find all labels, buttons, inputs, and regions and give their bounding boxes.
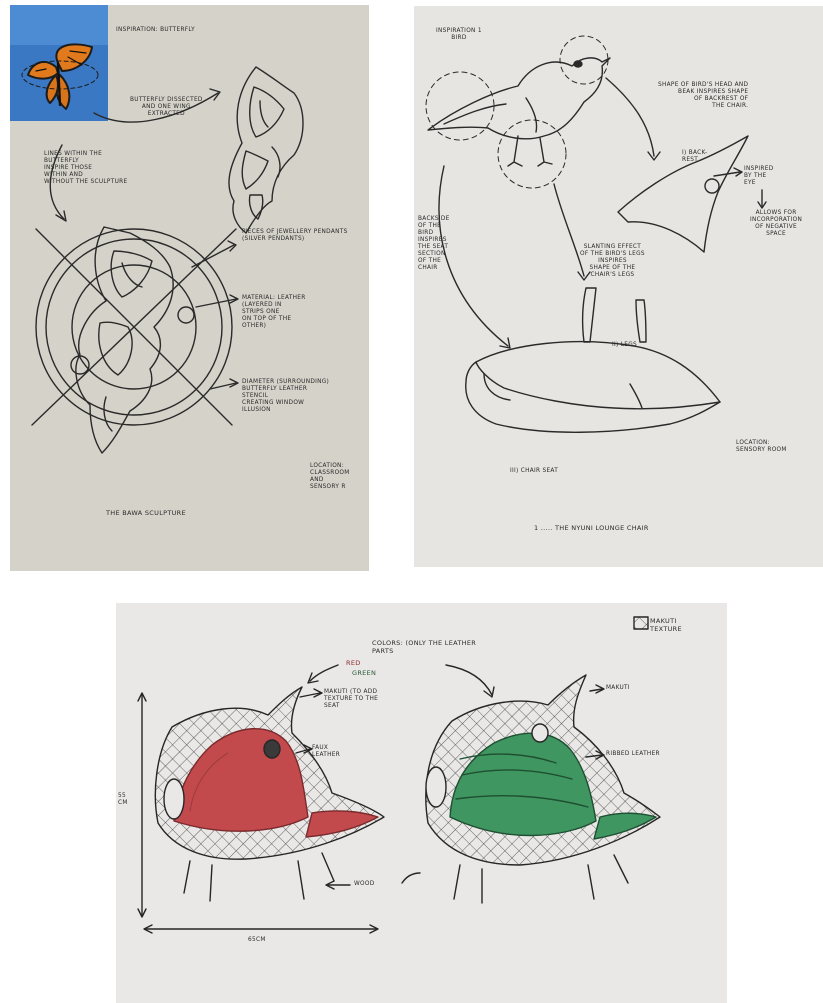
legend-makuti-texture: MAKUTI TEXTURE: [650, 617, 682, 633]
photo-1-location: LOCATION: CLASSROOM AND SENSORY R: [310, 463, 350, 491]
makuti-legend-icon: [634, 617, 648, 629]
chair-red-sketch: [155, 687, 384, 901]
photo-1-caption: THE BAWA SCULPTURE: [106, 509, 186, 517]
photo-2-header: INSPIRATION 1 BIRD: [436, 28, 482, 42]
note-faux-leather: FAUX LEATHER: [312, 745, 340, 759]
note-legs: SLANTING EFFECT OF THE BIRD'S LEGS INSPI…: [580, 244, 645, 279]
label-backrest: I) BACK- REST: [682, 150, 707, 164]
sculpture-sketch: [32, 227, 236, 453]
label-legs: II) LEGS: [612, 342, 637, 349]
note-wood: WOOD: [354, 881, 375, 888]
color-red-label: RED: [346, 659, 361, 667]
butterfly-photo: [10, 5, 108, 121]
note-negative: ALLOWS FOR INCORPORATION OF NEGATIVE SPA…: [750, 210, 802, 238]
sketch-photo-chair-renderings: MAKUTI TEXTURE COLORS: (ONLY THE LEATHER…: [116, 603, 727, 1003]
note-dissected: BUTTERFLY DISSECTED AND ONE WING EXTRACT…: [130, 97, 203, 118]
photo-2-caption: 1 ..... THE NYUNI LOUNGE CHAIR: [534, 524, 649, 532]
note-material: MATERIAL: LEATHER (LAYERED IN STRIPS ONE…: [242, 295, 306, 330]
note-diameter: DIAMETER (SURROUNDING) BUTTERFLY LEATHER…: [242, 379, 329, 414]
dimension-width: 65CM: [248, 937, 266, 944]
note-colors: COLORS: (ONLY THE LEATHER PARTS: [372, 639, 476, 655]
note-ribbed-leather: RIBBED LEATHER: [606, 751, 660, 758]
sketch-photo-butterfly-sculpture: INSPIRATION: BUTTERFLY BUTTERFLY DISSECT…: [10, 5, 369, 571]
seat-sketch: [466, 342, 720, 433]
dimension-height: 55 CM: [118, 793, 128, 807]
color-green-label: GREEN: [352, 669, 376, 677]
note-pendants: PIECES OF JEWELLERY PENDANTS (SILVER PEN…: [242, 229, 348, 243]
chair-green-sketch: [426, 675, 660, 903]
note-backside: BACKSIDE OF THE BIRD INSPIRES THE SEAT S…: [418, 216, 450, 272]
sketch-photo-bird-chair: INSPIRATION 1 BIRD SHAPE OF BIRD'S HEAD …: [414, 6, 823, 567]
photo-1-header: INSPIRATION: BUTTERFLY: [116, 27, 195, 34]
wing-sketch: [229, 67, 303, 233]
label-seat: III) CHAIR SEAT: [510, 468, 558, 475]
legs-sketch: [583, 288, 646, 342]
note-makuti-left: MAKUTI (TO ADD TEXTURE TO THE SEAT: [324, 689, 378, 710]
note-makuti-right: MAKUTI: [606, 685, 630, 692]
note-eye: INSPIRED BY THE EYE: [744, 166, 774, 187]
photo-2-location: LOCATION: SENSORY ROOM: [736, 440, 787, 454]
note-head: SHAPE OF BIRD'S HEAD AND BEAK INSPIRES S…: [658, 82, 748, 110]
note-lines: LINES WITHIN THE BUTTERFLY INSPIRE THOSE…: [44, 151, 127, 186]
bird-sketch: [426, 36, 610, 188]
